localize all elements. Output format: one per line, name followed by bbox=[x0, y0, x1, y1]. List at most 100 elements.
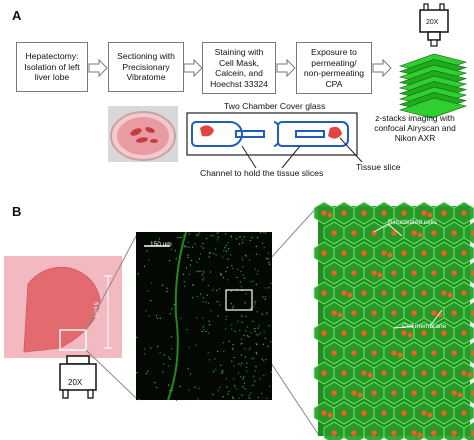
nucleus bbox=[421, 210, 427, 216]
nucleus bbox=[451, 270, 457, 276]
nucleus bbox=[331, 270, 337, 276]
speckle bbox=[187, 257, 189, 259]
speckle bbox=[187, 254, 189, 256]
speckle bbox=[226, 386, 228, 388]
speckle bbox=[154, 382, 156, 384]
speckle bbox=[170, 248, 172, 250]
nucleus bbox=[471, 310, 474, 316]
speckle bbox=[261, 313, 264, 315]
nucleus bbox=[401, 330, 407, 336]
speckle bbox=[207, 284, 209, 287]
nucleus bbox=[381, 370, 387, 376]
speckle bbox=[223, 250, 225, 252]
speckle bbox=[232, 267, 234, 270]
speckle bbox=[171, 308, 173, 310]
speckle bbox=[270, 341, 272, 343]
speckle bbox=[266, 397, 268, 400]
nucleus bbox=[471, 350, 474, 356]
nucleus bbox=[367, 372, 373, 378]
speckle bbox=[255, 342, 257, 344]
speckle bbox=[231, 360, 233, 362]
speckle bbox=[192, 246, 194, 248]
nucleus bbox=[471, 430, 474, 436]
speckle bbox=[243, 376, 245, 378]
objective-icon bbox=[419, 3, 449, 47]
speckle bbox=[188, 246, 190, 248]
speckle bbox=[185, 246, 187, 248]
speckle bbox=[166, 287, 168, 289]
nucleus bbox=[381, 330, 387, 336]
nucleus bbox=[401, 210, 407, 216]
speckle bbox=[188, 346, 190, 348]
nucleus bbox=[461, 210, 467, 216]
speckle bbox=[248, 394, 250, 396]
nucleus bbox=[441, 330, 447, 336]
zoomed-microscopy bbox=[313, 201, 474, 440]
speckle bbox=[244, 356, 247, 358]
nucleus bbox=[351, 310, 357, 316]
speckle bbox=[200, 253, 202, 255]
speckle bbox=[176, 399, 178, 401]
speckle bbox=[186, 328, 188, 331]
speckle bbox=[236, 238, 238, 240]
objective-icon-b bbox=[59, 355, 97, 399]
speckle bbox=[263, 374, 265, 377]
speckle bbox=[234, 330, 236, 332]
speckle bbox=[254, 328, 256, 330]
speckle bbox=[196, 271, 198, 273]
speckle bbox=[232, 397, 234, 399]
speckle bbox=[263, 247, 265, 249]
speckle bbox=[217, 315, 219, 317]
speckle bbox=[209, 252, 211, 254]
speckle bbox=[188, 233, 190, 235]
nucleus bbox=[361, 250, 367, 256]
nucleus bbox=[341, 330, 347, 336]
speckle bbox=[257, 334, 259, 336]
speckle bbox=[232, 396, 234, 398]
speckle bbox=[198, 258, 201, 260]
nucleus bbox=[471, 270, 474, 276]
speckle bbox=[240, 343, 242, 345]
speckle bbox=[189, 373, 192, 375]
nucleus bbox=[341, 290, 347, 296]
speckle bbox=[249, 347, 251, 349]
speckle bbox=[240, 270, 242, 272]
speckle bbox=[213, 371, 215, 373]
speckle bbox=[242, 266, 244, 268]
speckle bbox=[254, 303, 256, 305]
speckle bbox=[197, 398, 199, 400]
speckle bbox=[241, 343, 243, 345]
speckle bbox=[225, 233, 227, 235]
speckle bbox=[230, 303, 232, 305]
nucleus bbox=[441, 250, 447, 256]
speckle bbox=[222, 371, 224, 373]
tissue-slice-label: Tissue slice bbox=[356, 162, 401, 172]
tissue-photo bbox=[4, 256, 122, 358]
speckle bbox=[227, 242, 229, 244]
speckle bbox=[250, 281, 252, 283]
speckle bbox=[230, 254, 232, 256]
speckle bbox=[217, 232, 219, 234]
nucleus bbox=[411, 350, 417, 356]
speckle bbox=[263, 232, 265, 234]
speckle bbox=[215, 254, 217, 256]
speckle bbox=[244, 302, 246, 304]
speckle bbox=[226, 315, 228, 317]
speckle bbox=[241, 362, 243, 364]
nucleus bbox=[381, 250, 387, 256]
step-hepatectomy-box: Hepatectomy: Isolation of left liver lob… bbox=[16, 42, 88, 92]
speckle bbox=[232, 347, 234, 349]
speckle bbox=[205, 301, 207, 303]
objective-label-b: 20X bbox=[68, 378, 83, 387]
speckle bbox=[209, 324, 211, 326]
speckle bbox=[227, 279, 229, 281]
speckle bbox=[169, 313, 171, 315]
nucleus bbox=[431, 310, 437, 316]
speckle bbox=[252, 320, 254, 322]
speckle bbox=[200, 293, 202, 295]
speckle bbox=[150, 300, 152, 302]
speckle bbox=[150, 347, 152, 349]
speckle bbox=[222, 277, 225, 279]
speckle bbox=[245, 293, 247, 295]
speckle bbox=[188, 389, 190, 391]
